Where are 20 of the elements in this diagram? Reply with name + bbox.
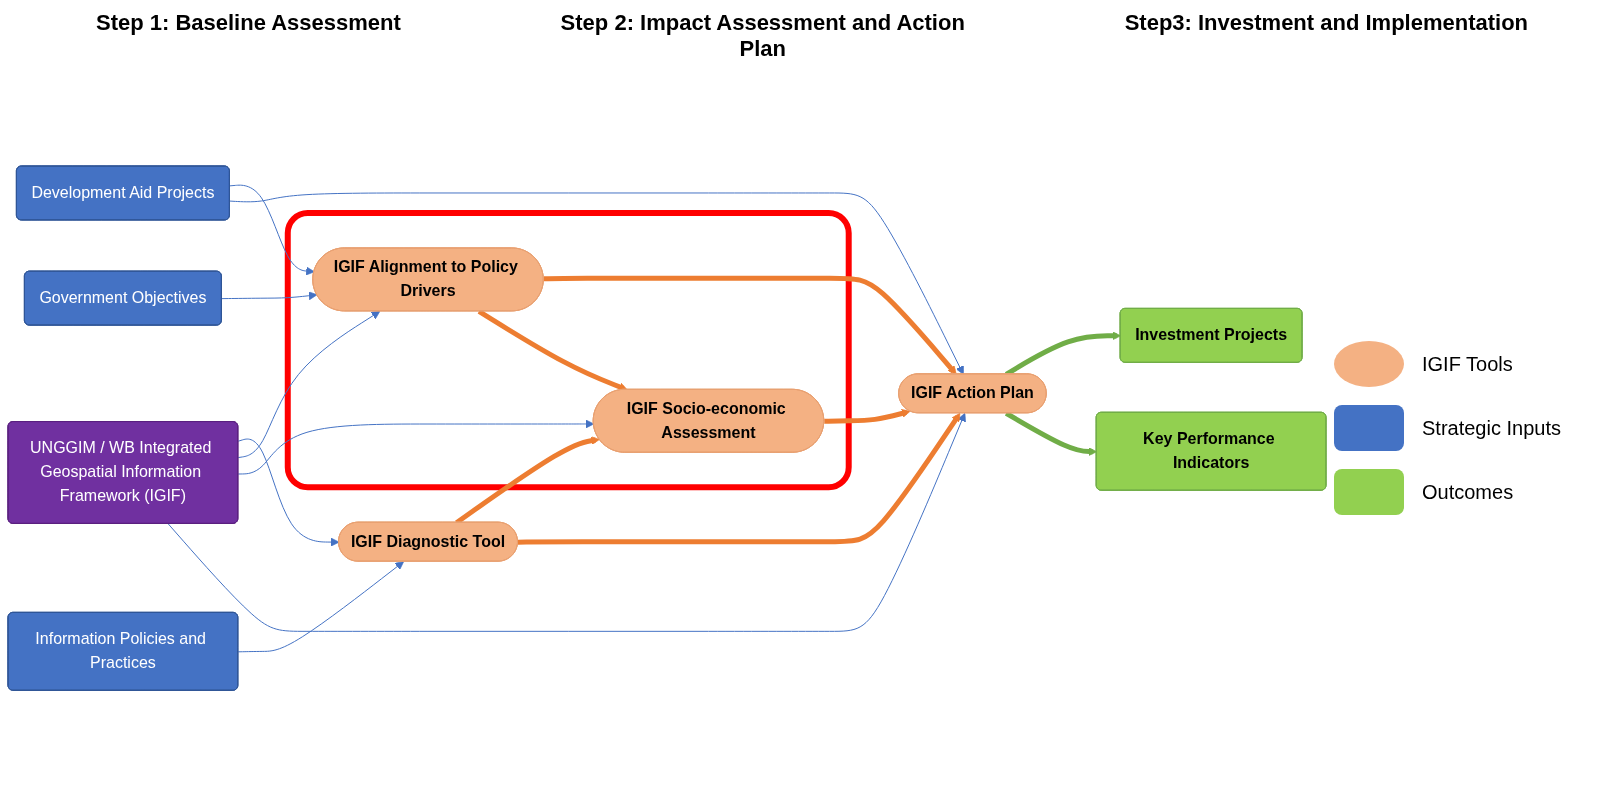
legend-label: Strategic Inputs	[1422, 416, 1561, 440]
arrow	[237, 561, 404, 653]
arrow	[543, 275, 957, 375]
step-heading: Step 2: Impact Assessment and Action Plan	[559, 10, 966, 62]
arrow	[237, 419, 595, 475]
arrow	[237, 310, 381, 458]
arrow	[229, 184, 315, 276]
arrow	[477, 309, 628, 391]
arrow	[237, 438, 340, 547]
arrow	[229, 192, 964, 375]
arrow	[824, 408, 911, 424]
arrow	[221, 291, 318, 300]
arrow	[517, 412, 961, 545]
cluster	[284, 209, 852, 491]
arrow	[1004, 411, 1098, 456]
step-heading: Step 1: Baseline Assessment	[95, 10, 401, 37]
step-heading: Step3: Investment and Implementation	[1124, 10, 1529, 37]
arrow	[167, 412, 966, 632]
legend-label: Outcomes	[1422, 480, 1514, 504]
legend-label: IGIF Tools	[1422, 352, 1513, 376]
